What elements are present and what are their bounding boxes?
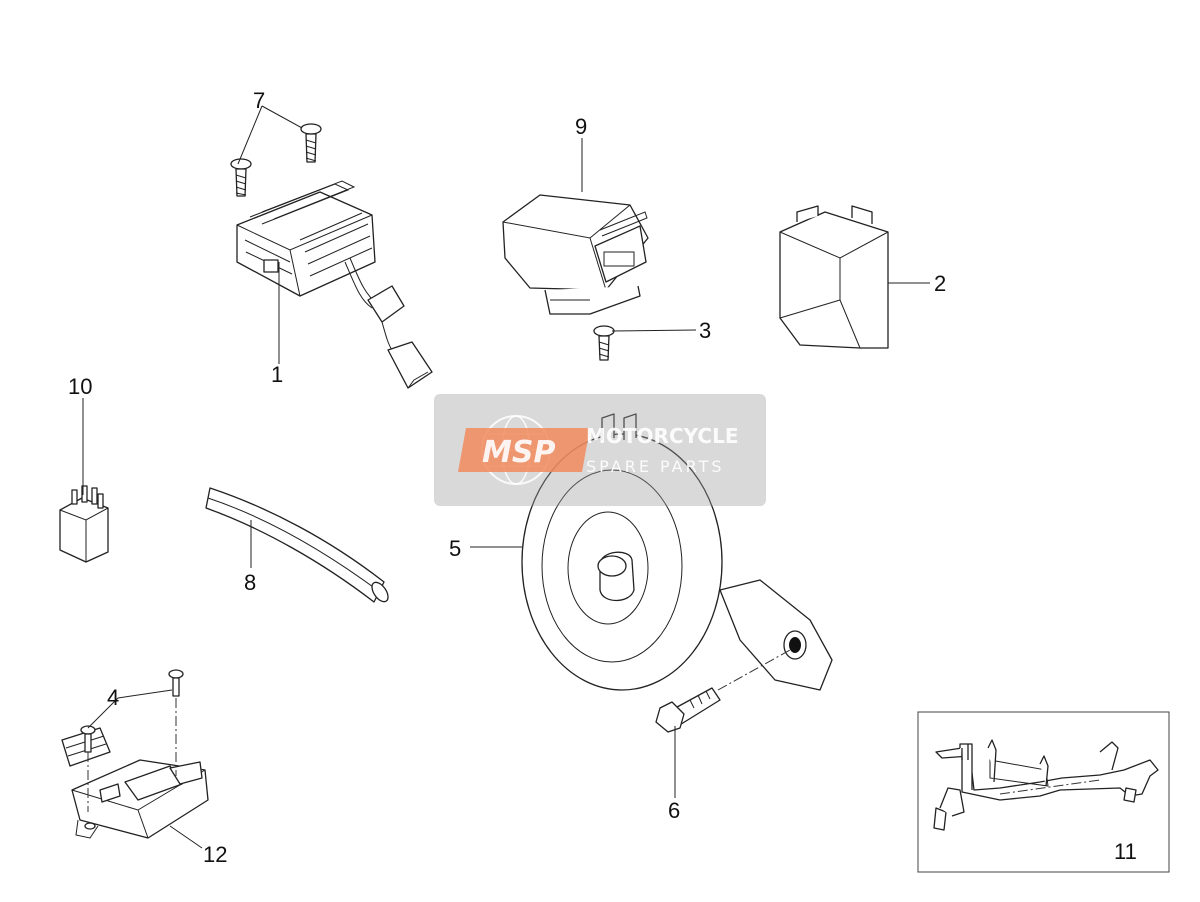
screw-part-3 [593, 325, 615, 361]
screw-part-4a [80, 725, 96, 753]
callout-1: 1 [271, 362, 283, 387]
screw-part-4b [168, 669, 184, 697]
callout-6: 6 [668, 798, 680, 823]
leader-lines [82, 105, 930, 849]
callout-8: 8 [244, 570, 256, 595]
horn-bolt [655, 687, 721, 733]
screw-part-7b [230, 158, 252, 197]
relay-block [779, 205, 889, 349]
callout-3: 3 [699, 318, 711, 343]
control-unit [61, 727, 209, 839]
callout-9: 9 [575, 114, 587, 139]
voltage-regulator [236, 180, 433, 389]
callout-5: 5 [449, 536, 461, 561]
callout-4: 4 [107, 685, 119, 710]
callout-11: 11 [1114, 839, 1137, 864]
watermark: MSP MOTORCYCLE SPARE PARTS [434, 394, 766, 506]
watermark-logo: MSP [482, 435, 555, 470]
small-relay [59, 485, 109, 563]
watermark-line1: MOTORCYCLE [586, 424, 738, 448]
rubber-strip [205, 487, 389, 603]
relay-box [502, 194, 649, 315]
screw-part-7a [300, 123, 322, 163]
watermark-line2: SPARE PARTS [586, 457, 725, 476]
callout-12: 12 [203, 842, 227, 867]
callout-7: 7 [253, 88, 265, 113]
callout-2: 2 [934, 271, 946, 296]
watermark-logo-badge [458, 428, 590, 472]
callout-10: 10 [68, 374, 92, 399]
horn [521, 413, 833, 691]
bracket-inset [917, 711, 1170, 873]
